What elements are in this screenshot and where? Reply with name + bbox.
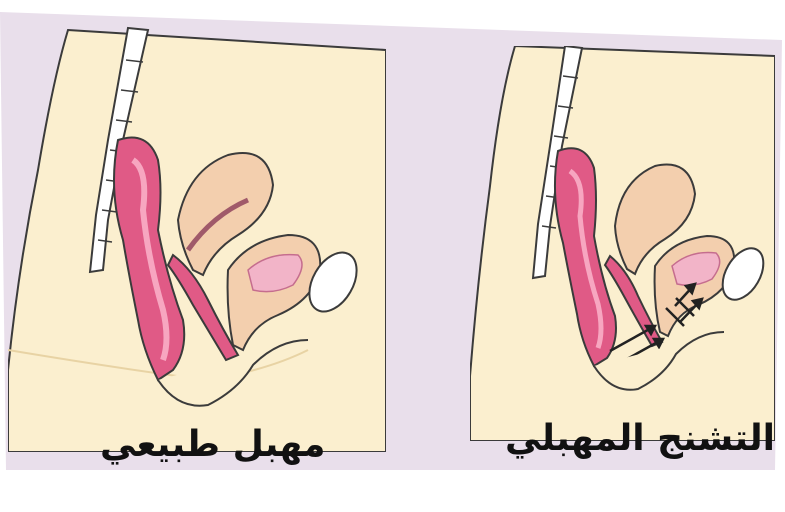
- vaginismus-caption: التشنج المهبلي: [505, 418, 775, 459]
- normal-anatomy-illustration: [8, 20, 386, 452]
- normal-vagina-caption: مهبل طبيعي: [100, 424, 325, 465]
- vaginismus-illustration: [470, 46, 775, 441]
